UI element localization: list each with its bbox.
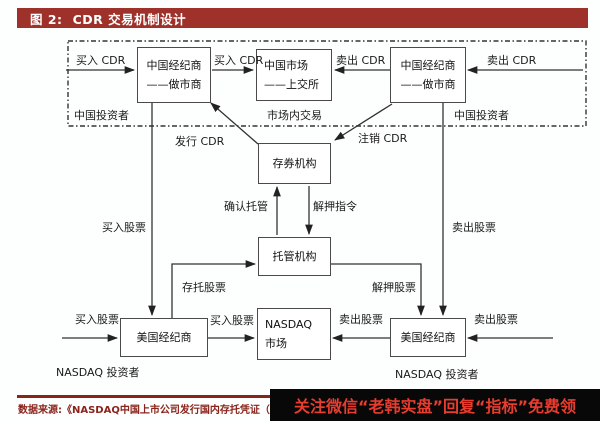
label-sell-stock-long: 卖出股票 bbox=[452, 221, 496, 234]
box-us-broker-right: 美国经纪商 bbox=[390, 318, 466, 357]
box-cn-broker-left: 中国经纪商 ——做市商 bbox=[137, 47, 211, 103]
box-cn-broker-left-line2: ——做市商 bbox=[146, 78, 202, 91]
label-release-instruction: 解押指令 bbox=[313, 200, 357, 213]
label-cn-investor-left: 中国投资者 bbox=[74, 109, 129, 122]
label-buy-cdr-2: 买入 CDR bbox=[214, 54, 264, 67]
box-cn-market-line2: ——上交所 bbox=[264, 78, 319, 91]
figure-label: 图 2: bbox=[30, 11, 63, 27]
box-us-broker-left: 美国经纪商 bbox=[120, 318, 208, 357]
figure-title-bar: 图 2: CDR 交易机制设计 bbox=[17, 8, 588, 28]
box-custodian-label: 托管机构 bbox=[272, 250, 317, 263]
box-nasdaq-market-line1: NASDAQ bbox=[265, 318, 313, 331]
label-nasdaq-investor-right: NASDAQ 投资者 bbox=[395, 368, 479, 381]
arrow-issue-cdr bbox=[210, 102, 259, 145]
label-buy-cdr-1: 买入 CDR bbox=[76, 54, 126, 67]
arrow-deposit-stock bbox=[171, 260, 257, 318]
arrow-cancel-cdr bbox=[334, 103, 393, 141]
arrow-release-stock bbox=[331, 263, 425, 317]
box-depository-label: 存券机构 bbox=[272, 157, 317, 170]
label-buy-stock-long: 买入股票 bbox=[102, 221, 146, 234]
label-sell-cdr-1: 卖出 CDR bbox=[336, 54, 386, 67]
box-cn-market: 中国市场 ——上交所 bbox=[256, 49, 332, 101]
label-sell-cdr-2: 卖出 CDR bbox=[487, 54, 537, 67]
investor-boundary-dashed-box bbox=[67, 40, 587, 127]
footer-divider bbox=[17, 395, 289, 398]
figure-title: CDR 交易机制设计 bbox=[72, 11, 187, 27]
label-sell-stock-1: 卖出股票 bbox=[339, 313, 383, 326]
label-issue-cdr: 发行 CDR bbox=[175, 135, 225, 148]
label-deposit-stock: 存托股票 bbox=[182, 281, 226, 294]
box-cn-broker-right: 中国经纪商 ——做市商 bbox=[390, 47, 466, 103]
box-nasdaq-market-line2: 市场 bbox=[265, 337, 287, 350]
label-nasdaq-investor-left: NASDAQ 投资者 bbox=[56, 366, 140, 379]
box-depository: 存券机构 bbox=[258, 143, 331, 184]
box-nasdaq-market: NASDAQ 市场 bbox=[257, 308, 331, 360]
box-cn-broker-left-line1: 中国经纪商 bbox=[146, 59, 202, 72]
label-cancel-cdr: 注销 CDR bbox=[358, 132, 408, 145]
data-source-text: 数据来源:《NASDAQ中国上市公司发行国内存托凭证（CDR） bbox=[18, 405, 304, 416]
wechat-promo-text: 关注微信“老韩实盘”回复“指标”免费领 bbox=[293, 397, 577, 416]
label-cn-investor-right: 中国投资者 bbox=[454, 109, 509, 122]
label-market-internal-trade: 市场内交易 bbox=[267, 109, 322, 122]
box-custodian: 托管机构 bbox=[258, 237, 331, 276]
label-buy-stock-2: 买入股票 bbox=[210, 314, 254, 327]
label-confirm-custody: 确认托管 bbox=[224, 200, 268, 213]
label-buy-stock-1: 买入股票 bbox=[75, 313, 119, 326]
label-sell-stock-2: 卖出股票 bbox=[474, 313, 518, 326]
box-us-broker-right-label: 美国经纪商 bbox=[400, 331, 456, 344]
wechat-promo-banner: 关注微信“老韩实盘”回复“指标”免费领 bbox=[270, 389, 600, 421]
box-cn-broker-right-line1: 中国经纪商 bbox=[400, 59, 456, 72]
box-cn-market-line1: 中国市场 bbox=[264, 59, 308, 72]
box-cn-broker-right-line2: ——做市商 bbox=[400, 78, 456, 91]
label-release-stock: 解押股票 bbox=[372, 281, 416, 294]
box-us-broker-left-label: 美国经纪商 bbox=[136, 331, 192, 344]
